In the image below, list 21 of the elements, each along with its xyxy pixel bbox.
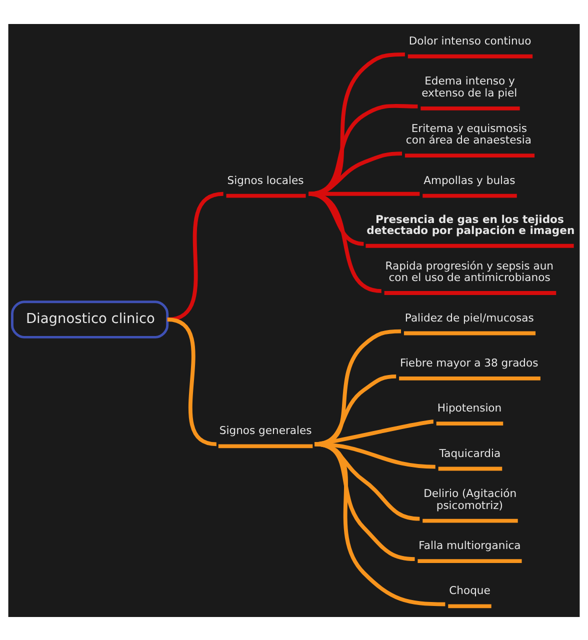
node-text: Rapida progresión y sepsis aun con el uso de antimicrobianos — [385, 258, 554, 284]
node-text: Hipotension — [437, 401, 502, 414]
node-text: Signos locales — [227, 173, 304, 186]
node-text: Taquicardia — [439, 446, 501, 460]
connector — [314, 442, 446, 606]
node-box: Diagnostico clinico — [11, 300, 169, 338]
node-text: Presencia de gas en los tejidos detectado por palpación e imagen — [366, 212, 575, 236]
node-text: Dolor intenso continuo — [408, 34, 532, 47]
node-text: Signos generales — [219, 424, 312, 437]
connector — [166, 317, 217, 446]
connector — [314, 419, 434, 446]
node-text: Delirio (Agitación psicomotriz) — [424, 486, 517, 512]
node-text: Falla multiorganica — [418, 538, 521, 552]
node-text: Fiebre mayor a 38 grados — [400, 356, 538, 369]
connector — [308, 191, 382, 292]
node-text: Eritema y equismosis con área de anaestesia — [406, 121, 532, 146]
node-text: Ampollas y bulas — [424, 173, 516, 186]
node-text: Choque — [449, 584, 490, 597]
node-text: Edema intenso y extenso de la piel — [422, 74, 518, 99]
connector — [314, 442, 436, 468]
node-text: Palidez de piel/mucosas — [404, 310, 534, 324]
